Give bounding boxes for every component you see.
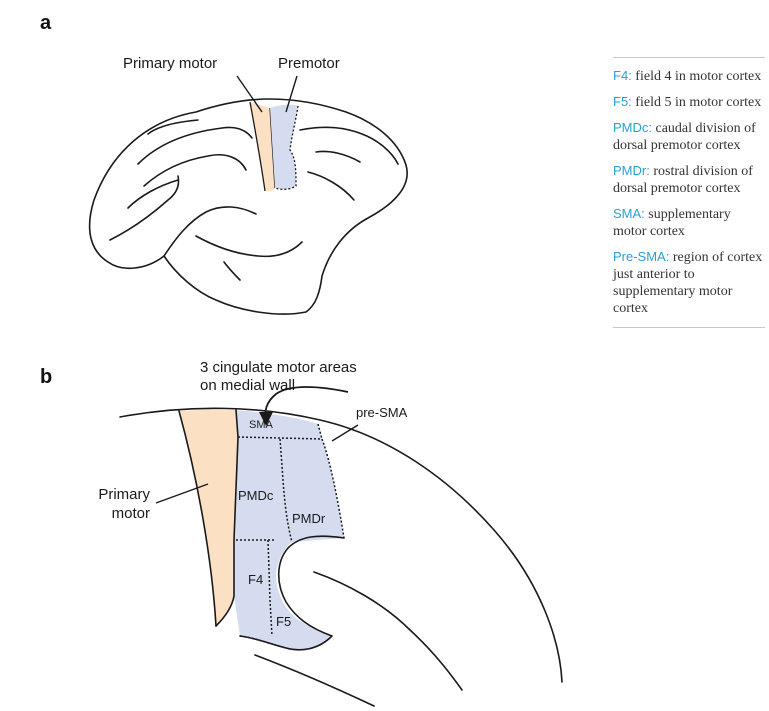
panel-b-label: b xyxy=(40,366,52,389)
sylvian-fissure xyxy=(110,176,256,256)
glossary-term: SMA: xyxy=(613,206,645,221)
glossary-term: Pre-SMA: xyxy=(613,249,669,264)
glossary-definition: field 5 in motor cortex xyxy=(635,95,761,110)
brain-sulcus-5 xyxy=(196,236,302,256)
primary-motor-label-b-line2: motor xyxy=(80,505,150,523)
brain-sulcus-8 xyxy=(316,151,360,162)
brain-figure: a b Primary motor Premotor 3 cingulate m… xyxy=(0,0,600,711)
brain-sulcus-4 xyxy=(128,180,178,208)
glossary-term: F5: xyxy=(613,94,632,109)
brain-sulcus-1 xyxy=(148,120,198,134)
brain-sulcus-3 xyxy=(144,155,246,186)
glossary-term: PMDr: xyxy=(613,163,650,178)
glossary-term: PMDc: xyxy=(613,120,652,135)
brain-outline xyxy=(90,99,408,314)
glossary-entry-f5: F5: field 5 in motor cortex xyxy=(613,93,765,111)
leader-primary-motor-a xyxy=(237,76,262,112)
f4-label: F4 xyxy=(248,572,263,588)
sma-label: SMA xyxy=(249,419,273,432)
brain-sulcus-9 xyxy=(308,172,354,200)
glossary-entry-f4: F4: field 4 in motor cortex xyxy=(613,67,765,85)
brain-diagram-svg xyxy=(0,0,600,711)
glossary-entry-sma: SMA: supplementary motor cortex xyxy=(613,205,765,240)
primary-motor-label-b-line1: Primary xyxy=(80,486,150,504)
pre-sma-label: pre-SMA xyxy=(356,405,407,421)
glossary-entry-pmdr: PMDr: rostral division of dorsal premoto… xyxy=(613,162,765,197)
glossary-entry-pmdc: PMDc: caudal division of dorsal premotor… xyxy=(613,119,765,154)
cingulate-label-line1: 3 cingulate motor areas xyxy=(200,359,357,377)
primary-motor-label-a: Primary motor xyxy=(123,55,217,73)
medial-dorsal-contour xyxy=(120,408,562,682)
glossary-term: F4: xyxy=(613,68,632,83)
lower-contour xyxy=(255,655,374,706)
pmdc-label: PMDc xyxy=(238,488,273,504)
premotor-label-a: Premotor xyxy=(278,55,340,73)
pmdr-label: PMDr xyxy=(292,511,325,527)
panel-b-outlines xyxy=(120,408,562,706)
glossary-entry-pre-sma: Pre-SMA: region of cortex just anterior … xyxy=(613,248,765,317)
f5-label: F5 xyxy=(276,614,291,630)
cingulate-label-line2: on medial wall xyxy=(200,377,295,395)
glossary-sidebar: F4: field 4 in motor cortex F5: field 5 … xyxy=(613,57,765,328)
panel-a-label: a xyxy=(40,12,51,35)
brain-sulcus-6 xyxy=(224,262,240,280)
panel-a-brain xyxy=(90,99,408,314)
glossary-definition: field 4 in motor cortex xyxy=(635,69,761,84)
medial-sulcus-line xyxy=(314,572,462,690)
